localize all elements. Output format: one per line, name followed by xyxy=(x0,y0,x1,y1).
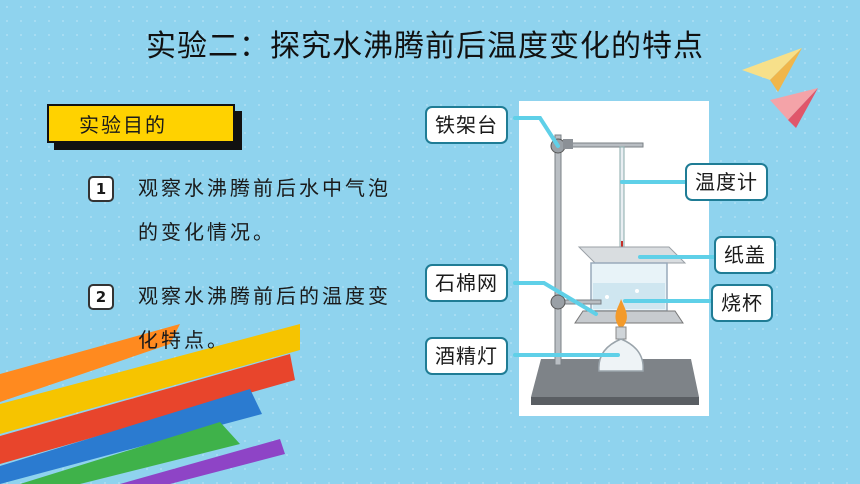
objective-number: 2 xyxy=(88,284,114,310)
label-beaker: 烧杯 xyxy=(711,284,773,322)
label-lid: 纸盖 xyxy=(714,236,776,274)
objective-number: 1 xyxy=(88,176,114,202)
label-gauze: 石棉网 xyxy=(425,264,508,302)
goal-tag-label: 实验目的 xyxy=(47,104,235,143)
alcohol-lamp-body xyxy=(598,338,644,372)
lamp-wick-holder xyxy=(615,326,627,340)
stand-rod xyxy=(554,134,562,366)
stand-base-edge xyxy=(531,397,699,405)
clamp-screw xyxy=(563,139,573,149)
ring-boss xyxy=(550,294,566,310)
bubble xyxy=(649,299,653,303)
objective-text: 观察水沸腾前后水中气泡的变化情况。 xyxy=(138,176,391,244)
clamp-boss xyxy=(550,138,566,154)
flame xyxy=(615,299,627,327)
label-thermometer: 温度计 xyxy=(685,163,768,201)
label-lamp: 酒精灯 xyxy=(425,337,508,375)
bubble xyxy=(635,289,639,293)
stand-base xyxy=(531,359,699,397)
page-title: 实验二：探究水沸腾前后温度变化的特点 xyxy=(146,29,704,64)
asbestos-gauze xyxy=(574,310,684,324)
objective-text: 观察水沸腾前后的温度变化特点。 xyxy=(138,284,391,352)
beaker-water xyxy=(593,283,665,309)
paper-plane-icon xyxy=(742,48,818,128)
label-stand: 铁架台 xyxy=(425,106,508,144)
bubble xyxy=(605,295,609,299)
paint-brush-decoration xyxy=(0,324,300,484)
goal-tag: 实验目的 xyxy=(47,104,242,150)
apparatus-diagram xyxy=(519,101,709,416)
paper-lid xyxy=(577,246,687,264)
